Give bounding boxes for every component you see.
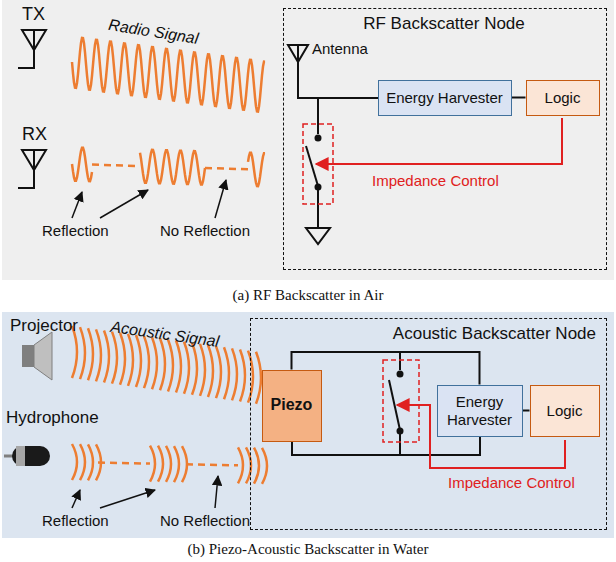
panel-background — [2, 0, 614, 280]
annotation-label: Impedance Control — [448, 474, 575, 491]
signal-wave — [232, 348, 237, 400]
hydrophone-icon — [16, 446, 25, 466]
signal-wave — [150, 446, 155, 482]
subfigure-caption: (b) Piezo-Acoustic Backscatter in Water — [188, 541, 429, 558]
circuit-wire — [399, 352, 401, 370]
component-box: Piezo — [262, 370, 322, 442]
antenna-symbol — [18, 30, 46, 68]
pointer-arrow — [215, 476, 218, 508]
circuit-wire — [317, 190, 319, 228]
node-container: Acoustic Backscatter NodePiezo Energy Har… — [250, 318, 607, 530]
signal-wave — [254, 448, 259, 484]
circuit-wire — [512, 97, 526, 99]
signal-wave — [262, 448, 267, 484]
component-box: Logic — [530, 385, 600, 437]
signal-wave — [144, 336, 149, 388]
signal-wave — [80, 444, 85, 480]
component-label: Energy Harvester — [438, 393, 522, 428]
antenna-symbol — [18, 30, 46, 188]
signal-wave — [98, 463, 150, 464]
signal-wave — [136, 335, 141, 387]
pointer-arrow — [100, 190, 148, 218]
pointer-arrow — [100, 490, 155, 508]
hydrophone-icon — [12, 446, 50, 466]
node-heading: RF Backscatter Node — [292, 14, 596, 34]
signal-wave — [168, 339, 173, 391]
signal-wave — [248, 153, 265, 186]
signal-wave — [216, 346, 221, 398]
annotation-label: TX — [22, 4, 45, 25]
signal-wave — [224, 347, 229, 399]
signal-wave — [72, 444, 77, 480]
signal-wave — [128, 334, 133, 386]
pointer-arrow — [72, 490, 80, 508]
signal-wave — [92, 165, 140, 166]
signal-wave — [72, 38, 265, 112]
signal-wave — [184, 342, 189, 394]
signal-wave — [205, 168, 248, 169]
component-label: Energy Harvester — [382, 89, 507, 106]
component-box: Energy Harvester — [378, 80, 512, 116]
panel-background — [2, 312, 614, 538]
signal-wave — [120, 333, 125, 385]
component-box: Energy Harvester — [437, 385, 523, 437]
signal-wave — [256, 352, 261, 404]
switch-contact — [315, 135, 322, 142]
antenna-symbol — [18, 150, 46, 188]
annotation-label: Hydrophone — [6, 408, 99, 428]
control-arrow — [316, 118, 562, 164]
node-heading: Acoustic Backscatter Node — [259, 324, 596, 344]
ground-symbol — [306, 228, 330, 244]
switch-lever — [306, 146, 318, 186]
annotation-label: RX — [22, 124, 47, 145]
projector-icon — [22, 345, 34, 367]
signal-wave — [140, 150, 205, 185]
pointer-arrow — [72, 192, 82, 218]
signal-wave — [166, 446, 171, 482]
circuit-wire — [317, 98, 319, 134]
switch-contact — [315, 184, 322, 191]
subfigure-caption: (a) RF Backscatter in Air — [233, 287, 384, 304]
signal-wave — [240, 350, 245, 402]
signal-wave — [200, 344, 205, 396]
annotation-label: Reflection — [42, 222, 109, 239]
projector-icon — [34, 332, 52, 380]
switch-contact — [397, 371, 404, 378]
signal-wave — [176, 341, 181, 393]
annotation-label: No Reflection — [160, 512, 250, 529]
annotation-label: Reflection — [42, 512, 109, 529]
signal-wave — [238, 447, 243, 483]
signal-wave — [186, 464, 238, 465]
switch-contact — [397, 428, 404, 435]
switch-highlight — [383, 360, 419, 442]
signal-wave — [208, 345, 213, 397]
annotation-label: Projector — [10, 316, 78, 336]
signal-wave — [158, 446, 163, 482]
annotation-label: Impedance Control — [372, 172, 499, 189]
signal-wave — [88, 328, 93, 380]
circuit-wire — [523, 410, 530, 412]
signal-wave — [152, 337, 157, 389]
annotation-label: No Reflection — [160, 222, 250, 239]
signal-wave — [80, 327, 85, 379]
signal-wave — [72, 148, 92, 181]
signal-wave — [96, 329, 101, 381]
component-label: Piezo — [267, 396, 317, 414]
signal-wave — [88, 444, 93, 480]
component-label: Logic — [543, 402, 587, 419]
signal-wave — [174, 446, 179, 482]
component-label: Logic — [541, 89, 585, 106]
signal-wave — [72, 38, 267, 484]
component-box: Logic — [526, 80, 600, 116]
signal-wave — [112, 332, 117, 384]
signal-wave — [104, 330, 109, 382]
circuit-wire — [399, 434, 401, 455]
pointer-arrow — [215, 180, 226, 218]
circuit-wire — [288, 45, 378, 244]
signal-wave — [160, 338, 165, 390]
signal-wave — [192, 343, 197, 395]
annotation-label: Antenna — [312, 40, 368, 57]
